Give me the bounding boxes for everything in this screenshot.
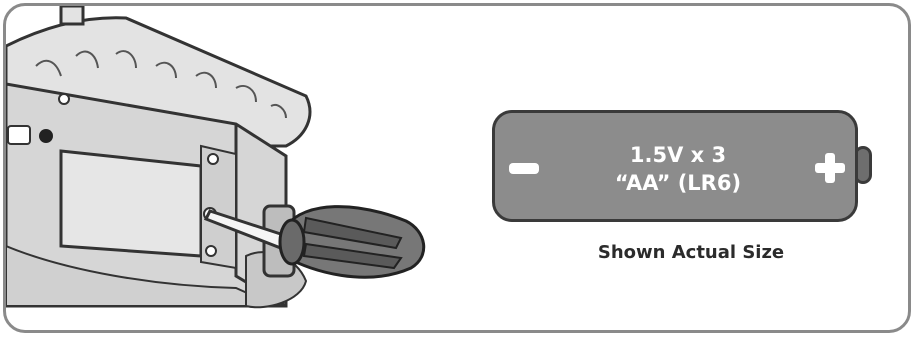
battery-compartment-illustration	[6, 6, 426, 309]
battery-label: 1.5V x 3 “AA” (LR6)	[495, 141, 861, 197]
plus-icon	[815, 153, 845, 183]
battery-voltage-text: 1.5V x 3	[629, 143, 727, 167]
battery-body: 1.5V x 3 “AA” (LR6)	[492, 110, 858, 222]
instruction-panel: 1.5V x 3 “AA” (LR6) Shown Actual Size	[3, 3, 911, 333]
battery-type-text: “AA” (LR6)	[614, 171, 742, 195]
size-caption: Shown Actual Size	[597, 242, 785, 263]
minus-icon	[509, 163, 539, 174]
aa-battery: 1.5V x 3 “AA” (LR6)	[492, 110, 872, 222]
